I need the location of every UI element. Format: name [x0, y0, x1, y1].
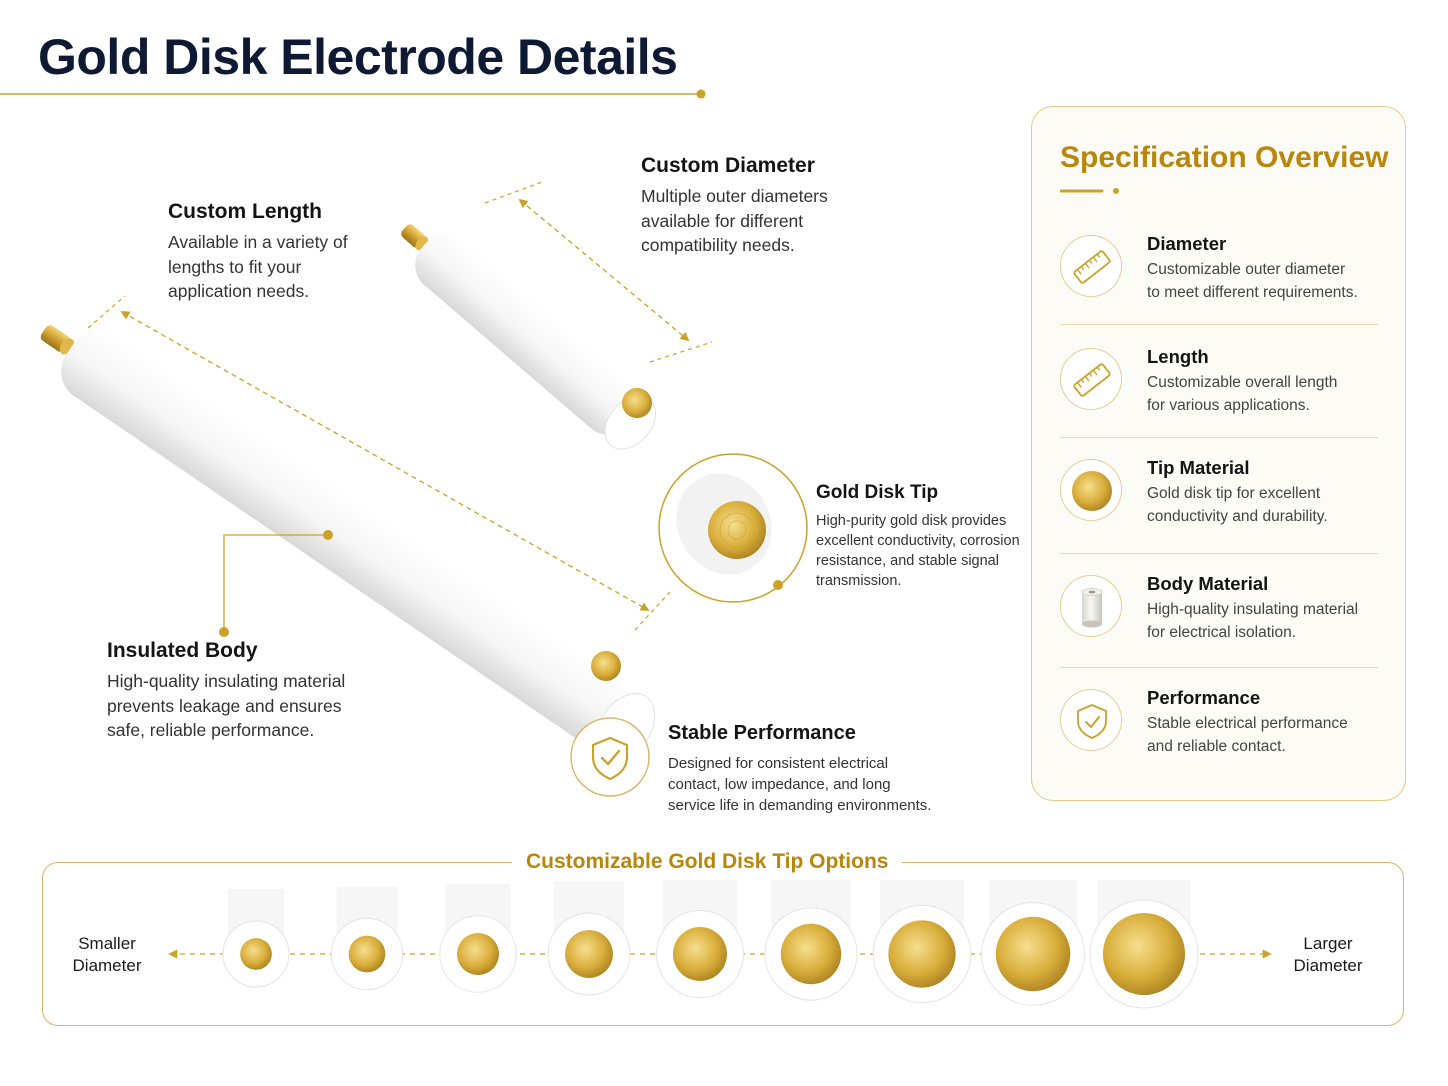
- spec-title-underline: [1060, 188, 1119, 194]
- stable-performance-text-line: service life in demanding environments.: [668, 797, 932, 814]
- spec-item-desc-line: for various applications.: [1147, 396, 1310, 414]
- tip-option: [1089, 880, 1199, 1009]
- spec-item-name: Diameter: [1147, 233, 1227, 254]
- tip-option: [547, 881, 631, 996]
- spec-item-performance: Performance Stable electrical performanc…: [1060, 687, 1378, 803]
- tip-option: [764, 880, 858, 1001]
- stable-performance-text-line: contact, low impedance, and long: [668, 776, 891, 793]
- spec-divider: [1060, 437, 1378, 438]
- electrode-illustration: [40, 180, 808, 797]
- gold-disk-tip-text-line: High-purity gold disk provides: [816, 513, 1007, 529]
- custom-length-callout: Custom Length Available in a variety of …: [168, 200, 348, 304]
- insulated-body-title: Insulated Body: [107, 639, 258, 662]
- gold-disk-tip-text-line: transmission.: [816, 573, 902, 589]
- stable-performance-callout: Stable Performance Designed for consiste…: [668, 722, 931, 816]
- insulated-body-text-line: prevents leakage and ensures: [107, 695, 342, 716]
- larger-diameter-label-line: Larger: [1303, 934, 1353, 953]
- larger-diameter-label: Larger Diameter: [1283, 933, 1373, 977]
- larger-diameter-label-line: Diameter: [1293, 956, 1363, 975]
- gold-disk-tip-text-line: excellent conductivity, corrosion: [816, 533, 1020, 549]
- spec-overview-panel: Specification Overview Diameter Customiz…: [1031, 106, 1406, 801]
- smaller-diameter-label-line: Diameter: [72, 956, 142, 975]
- custom-diameter-text-line: Multiple outer diameters: [641, 186, 828, 206]
- custom-length-text-line: lengths to fit your: [168, 256, 302, 277]
- tip-options-title: Customizable Gold Disk Tip Options: [512, 850, 903, 874]
- spec-item-body-material: Body Material High-quality insulating ma…: [1060, 573, 1378, 689]
- insulated-body-text-line: safe, reliable performance.: [107, 720, 315, 740]
- shield-check-icon: [570, 717, 650, 797]
- custom-diameter-text-line: compatibility needs.: [641, 235, 795, 255]
- cylinder-icon: [1060, 575, 1122, 637]
- short-electrode-gold-tip: [622, 388, 652, 418]
- short-electrode: [401, 224, 657, 450]
- spec-overview-title: Specification Overview: [1060, 141, 1389, 174]
- gold-disk-tip-title: Gold Disk Tip: [816, 482, 939, 503]
- spec-item-length: Length Customizable overall length for v…: [1060, 346, 1378, 462]
- stable-performance-title: Stable Performance: [668, 722, 856, 744]
- page-title: Gold Disk Electrode Details: [38, 29, 678, 85]
- spec-item-desc-line: Customizable outer diameter: [1147, 261, 1346, 278]
- insulated-body-callout: Insulated Body High-quality insulating m…: [107, 639, 345, 743]
- spec-item-desc-line: Customizable overall length: [1147, 374, 1338, 391]
- spec-item-diameter: Diameter Customizable outer diameter to …: [1060, 233, 1378, 349]
- insulated-body-text-line: High-quality insulating material: [107, 671, 346, 691]
- spec-item-desc-line: and reliable contact.: [1147, 737, 1286, 755]
- spec-item-name: Body Material: [1147, 573, 1269, 594]
- stable-performance-text-line: Designed for consistent electrical: [668, 755, 889, 772]
- custom-length-text-line: application needs.: [168, 281, 310, 301]
- spec-item-name: Performance: [1147, 687, 1261, 708]
- spec-item-desc-line: Gold disk tip for excellent: [1147, 485, 1321, 502]
- custom-diameter-text-line: available for different: [641, 210, 804, 231]
- tip-option: [981, 880, 1085, 1006]
- spec-item-desc-line: Stable electrical performance: [1147, 715, 1348, 732]
- spec-divider: [1060, 667, 1378, 668]
- tip-option: [439, 883, 517, 993]
- spec-item-name: Length: [1147, 346, 1209, 367]
- gold-disk-tip-zoom: [658, 453, 808, 603]
- gold-disk-icon: [1060, 459, 1122, 521]
- length-dimension-arrow: [120, 311, 650, 611]
- spec-item-desc-line: High-quality insulating material: [1147, 601, 1359, 618]
- spec-item-desc-line: for electrical isolation.: [1147, 623, 1297, 641]
- tip-option: [872, 880, 972, 1004]
- custom-diameter-title: Custom Diameter: [641, 154, 815, 177]
- spec-item-tip-material: Tip Material Gold disk tip for excellent…: [1060, 457, 1378, 573]
- long-electrode-gold-tip: [591, 651, 621, 681]
- spec-item-desc-line: conductivity and durability.: [1147, 507, 1328, 525]
- spec-item-desc-line: to meet different requirements.: [1147, 283, 1358, 301]
- insulated-body-connector: [223, 534, 328, 632]
- spec-divider: [1060, 553, 1378, 554]
- title-underline: [0, 89, 706, 99]
- diameter-dimension-arrow: [518, 198, 690, 342]
- tip-option: [656, 880, 744, 998]
- ruler-icon: [1060, 348, 1122, 410]
- shield-check-icon: [1060, 689, 1122, 751]
- custom-diameter-callout: Custom Diameter Multiple outer diameters…: [641, 154, 828, 258]
- gold-disk-tip-callout: Gold Disk Tip High-purity gold disk prov…: [816, 482, 1020, 591]
- gold-disk-tip-text-line: resistance, and stable signal: [816, 553, 999, 569]
- tip-options-row: [168, 880, 1272, 1009]
- tip-option: [222, 889, 290, 988]
- smaller-diameter-label-line: Smaller: [78, 934, 136, 953]
- smaller-diameter-label: Smaller Diameter: [62, 933, 152, 977]
- custom-length-text-line: Available in a variety of: [168, 232, 348, 252]
- tip-option: [330, 886, 404, 991]
- custom-length-title: Custom Length: [168, 200, 322, 223]
- ruler-icon: [1060, 235, 1122, 297]
- spec-item-name: Tip Material: [1147, 457, 1250, 478]
- spec-divider: [1060, 324, 1378, 325]
